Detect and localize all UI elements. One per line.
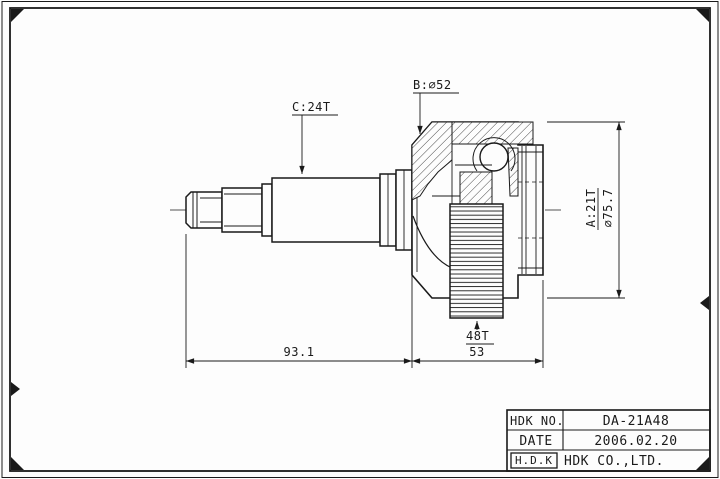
corner-mark-bottom-right (696, 457, 709, 470)
abs-tone-ring (449, 203, 504, 319)
inner-race-section (459, 171, 493, 207)
bearing-ball (479, 142, 509, 172)
bell-mouth-curve (412, 215, 453, 269)
title-block-date-value: 2006.02.20 (594, 434, 677, 449)
company-logo-box (510, 452, 558, 469)
spline-stub (185, 191, 223, 229)
shaft-length-dim-text: 93.1 (284, 345, 315, 359)
dim-b-text: B:∅52 (413, 78, 452, 92)
tone-ring-teeth-text: 48T (466, 329, 489, 343)
company-logo-text: H.D.K (515, 454, 553, 467)
edge-mark-left (11, 382, 20, 396)
dim-c-text: C:24T (292, 100, 331, 114)
edge-mark-right (700, 296, 709, 310)
housing-wall-section (411, 121, 453, 201)
joint-length-dim-text: 53 (469, 345, 484, 359)
title-block-no-value: DA-21A48 (603, 414, 670, 429)
corner-mark-top-right (696, 9, 709, 22)
corner-mark-bottom-left (11, 457, 24, 470)
company-name-text: HDK CO.,LTD. (564, 454, 664, 469)
callouts (292, 92, 494, 345)
title-block-date-label: DATE (519, 434, 552, 449)
shaft-step-section (221, 187, 263, 233)
outer-race-section (507, 147, 519, 197)
drive-shaft (185, 169, 413, 251)
title-block-no-label: HDK NO. (510, 414, 564, 428)
outer-diameter-text: ∅75.7 (601, 189, 615, 228)
frame-border (9, 7, 711, 472)
dim-a-text: A:21T (584, 189, 598, 228)
boot-clamp-ring (261, 183, 273, 237)
title-block (506, 409, 711, 472)
dimensions (185, 121, 625, 368)
shaft-body (271, 177, 381, 243)
corner-mark-top-left (11, 9, 24, 22)
frame-corner-marks (11, 9, 709, 470)
cage-arc (472, 137, 516, 172)
title-block-border (506, 409, 711, 472)
tone-ring-section (451, 121, 534, 145)
